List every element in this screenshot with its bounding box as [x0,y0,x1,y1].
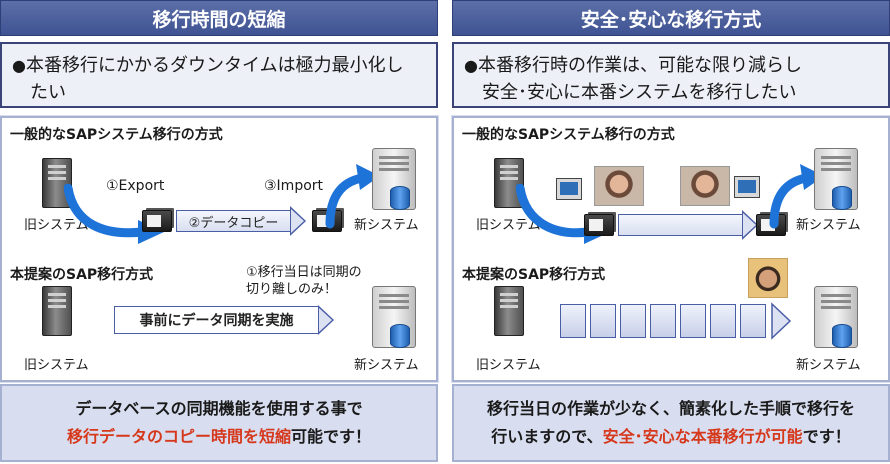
sync-step-box [590,304,616,338]
database-icon [390,186,410,210]
copy-label: ②データコピー [176,210,290,232]
right-old-system-label: 旧システム [476,218,541,233]
right-new-system-label-2: 新システム [796,358,861,373]
sync-step-box [650,304,676,338]
export-label: ①Export [106,178,165,194]
left-proposal-title: 本提案のSAP移行方式 [10,267,154,283]
detach-note-line2: 切り離しのみ！ [246,282,338,297]
left-header: 移行時間の短縮 [0,0,438,36]
pc-icon [556,178,582,200]
database-icon [390,324,410,348]
left-goal-line1: 本番移行にかかるダウンタイムは極力最小化し [25,55,404,76]
right-proposal-title: 本提案のSAP移行方式 [462,267,606,283]
right-conclusion-highlight: 安全･安心な本番移行が可能 [602,427,803,446]
arrow-head-icon [318,305,334,335]
left-conclusion: データベースの同期機能を使用する事で 移行データのコピー時間を短縮可能です！ [0,384,438,462]
left-conclusion-line1: データベースの同期機能を使用する事で [75,399,363,418]
detach-note-line1: ①移行当日は同期の [246,265,362,280]
right-goal-box: ●本番移行時の作業は、可能な限り減らし 安全･安心に本番システムを移行したい [452,42,890,108]
export-media-icon [584,214,614,236]
import-arrow-icon [769,164,824,229]
left-panel: 移行時間の短縮 ●本番移行にかかるダウンタイムは極力最小化し たい 一般的なSA… [0,0,439,464]
right-general-title: 一般的なSAPシステム移行の方式 [462,127,675,143]
old-server-icon [42,158,72,208]
right-goal-line1: 本番移行時の作業は、可能な限り減らし [477,55,802,76]
sync-step-box [740,304,766,338]
sync-step-box [560,304,586,338]
arrow-head-icon [290,206,306,236]
right-conclusion-prefix: 行いますので、 [491,427,603,446]
left-new-system-label: 新システム [354,218,419,233]
stressed-worker-image [680,166,730,206]
right-old-system-label-2: 旧システム [476,358,541,373]
database-icon [832,324,852,348]
left-method-area: 一般的なSAPシステム移行の方式 旧システム ①Export ②データコピー ③… [0,115,439,383]
left-old-system-label: 旧システム [24,218,89,233]
bullet-icon: ● [12,56,26,75]
right-panel: 安全･安心な移行方式 ●本番移行時の作業は、可能な限り減らし 安全･安心に本番シ… [451,0,890,464]
left-new-system-label-2: 新システム [354,358,419,373]
database-icon [832,186,852,210]
left-conclusion-suffix: 可能です！ [291,427,372,446]
right-method-area: 一般的なSAPシステム移行の方式 旧システム 新システム 本提案のSAP移行方式 [451,115,890,383]
import-label: ③Import [264,178,324,194]
copy-arrow [618,210,758,240]
copy-arrow: ②データコピー [176,206,306,236]
left-general-title: 一般的なSAPシステム移行の方式 [10,127,223,143]
bullet-icon: ● [464,56,478,75]
stressed-worker-image [594,166,644,206]
right-conclusion-line1: 移行当日の作業が少なく、簡素化した手順で移行を [486,399,855,418]
sync-label: 事前にデータ同期を実施 [114,306,318,334]
right-new-system-label: 新システム [796,218,861,233]
left-goal-line2: たい [30,82,66,103]
import-arrow-icon [325,164,380,229]
sync-arrow: 事前にデータ同期を実施 [114,302,334,338]
old-server-icon [42,286,72,336]
right-conclusion: 移行当日の作業が少なく、簡素化した手順で移行を 行いますので、安全･安心な本番移… [452,384,890,462]
sync-step-box [710,304,736,338]
export-media-icon [142,210,172,232]
arrow-head-icon [742,210,758,240]
right-goal-line2: 安全･安心に本番システムを移行したい [482,82,797,103]
right-conclusion-suffix: です！ [802,427,851,446]
left-old-system-label-2: 旧システム [24,358,89,373]
old-server-icon [494,286,524,336]
happy-worker-image [748,258,788,298]
left-goal-box: ●本番移行にかかるダウンタイムは極力最小化し たい [0,42,438,108]
sync-step-box [680,304,706,338]
detach-note: ①移行当日は同期の 切り離しのみ！ [246,264,362,298]
sync-arrow-head-icon [771,302,792,340]
copy-arrow-shaft [618,214,742,236]
right-header: 安全･安心な移行方式 [452,0,890,36]
sync-step-box [620,304,646,338]
pc-icon [734,176,760,198]
left-conclusion-highlight: 移行データのコピー時間を短縮 [66,427,291,446]
